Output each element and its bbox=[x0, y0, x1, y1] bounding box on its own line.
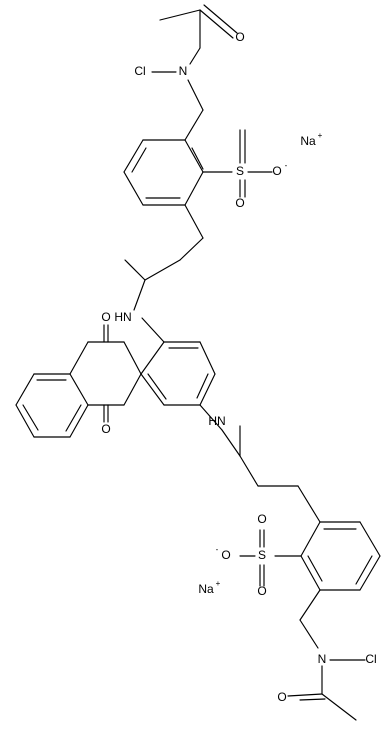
atom-label-o: O bbox=[257, 512, 266, 526]
atom-label-o: O bbox=[277, 690, 286, 704]
counterion-na: Na bbox=[300, 134, 316, 148]
atom-label-cl: Cl bbox=[365, 652, 376, 666]
atom-label-o: O bbox=[101, 422, 110, 436]
charge-label: - bbox=[285, 161, 288, 170]
charge-label: + bbox=[216, 579, 221, 588]
charge-label: + bbox=[318, 131, 323, 140]
atom-label-n: N bbox=[179, 64, 188, 78]
atom-label-o: O bbox=[235, 196, 244, 210]
atom-label-o: O bbox=[221, 548, 230, 562]
atom-label-s: S bbox=[236, 164, 244, 178]
bond-lines bbox=[15, 4, 381, 721]
atom-label-o: O bbox=[101, 310, 110, 324]
atom-label-n: N bbox=[318, 652, 327, 666]
counterion-na: Na bbox=[198, 582, 214, 596]
atom-labels: O Cl N S O - O Na + HN O O HN O O - S O … bbox=[101, 30, 376, 704]
atom-label-o: O bbox=[235, 30, 244, 44]
charge-label: - bbox=[216, 545, 219, 554]
atom-label-cl: Cl bbox=[134, 64, 145, 78]
atom-label-hn: HN bbox=[114, 310, 131, 324]
atom-label-o: O bbox=[272, 164, 281, 178]
atom-label-o: O bbox=[257, 584, 266, 598]
atom-label-s: S bbox=[258, 548, 266, 562]
atom-label-hn: HN bbox=[208, 414, 225, 428]
